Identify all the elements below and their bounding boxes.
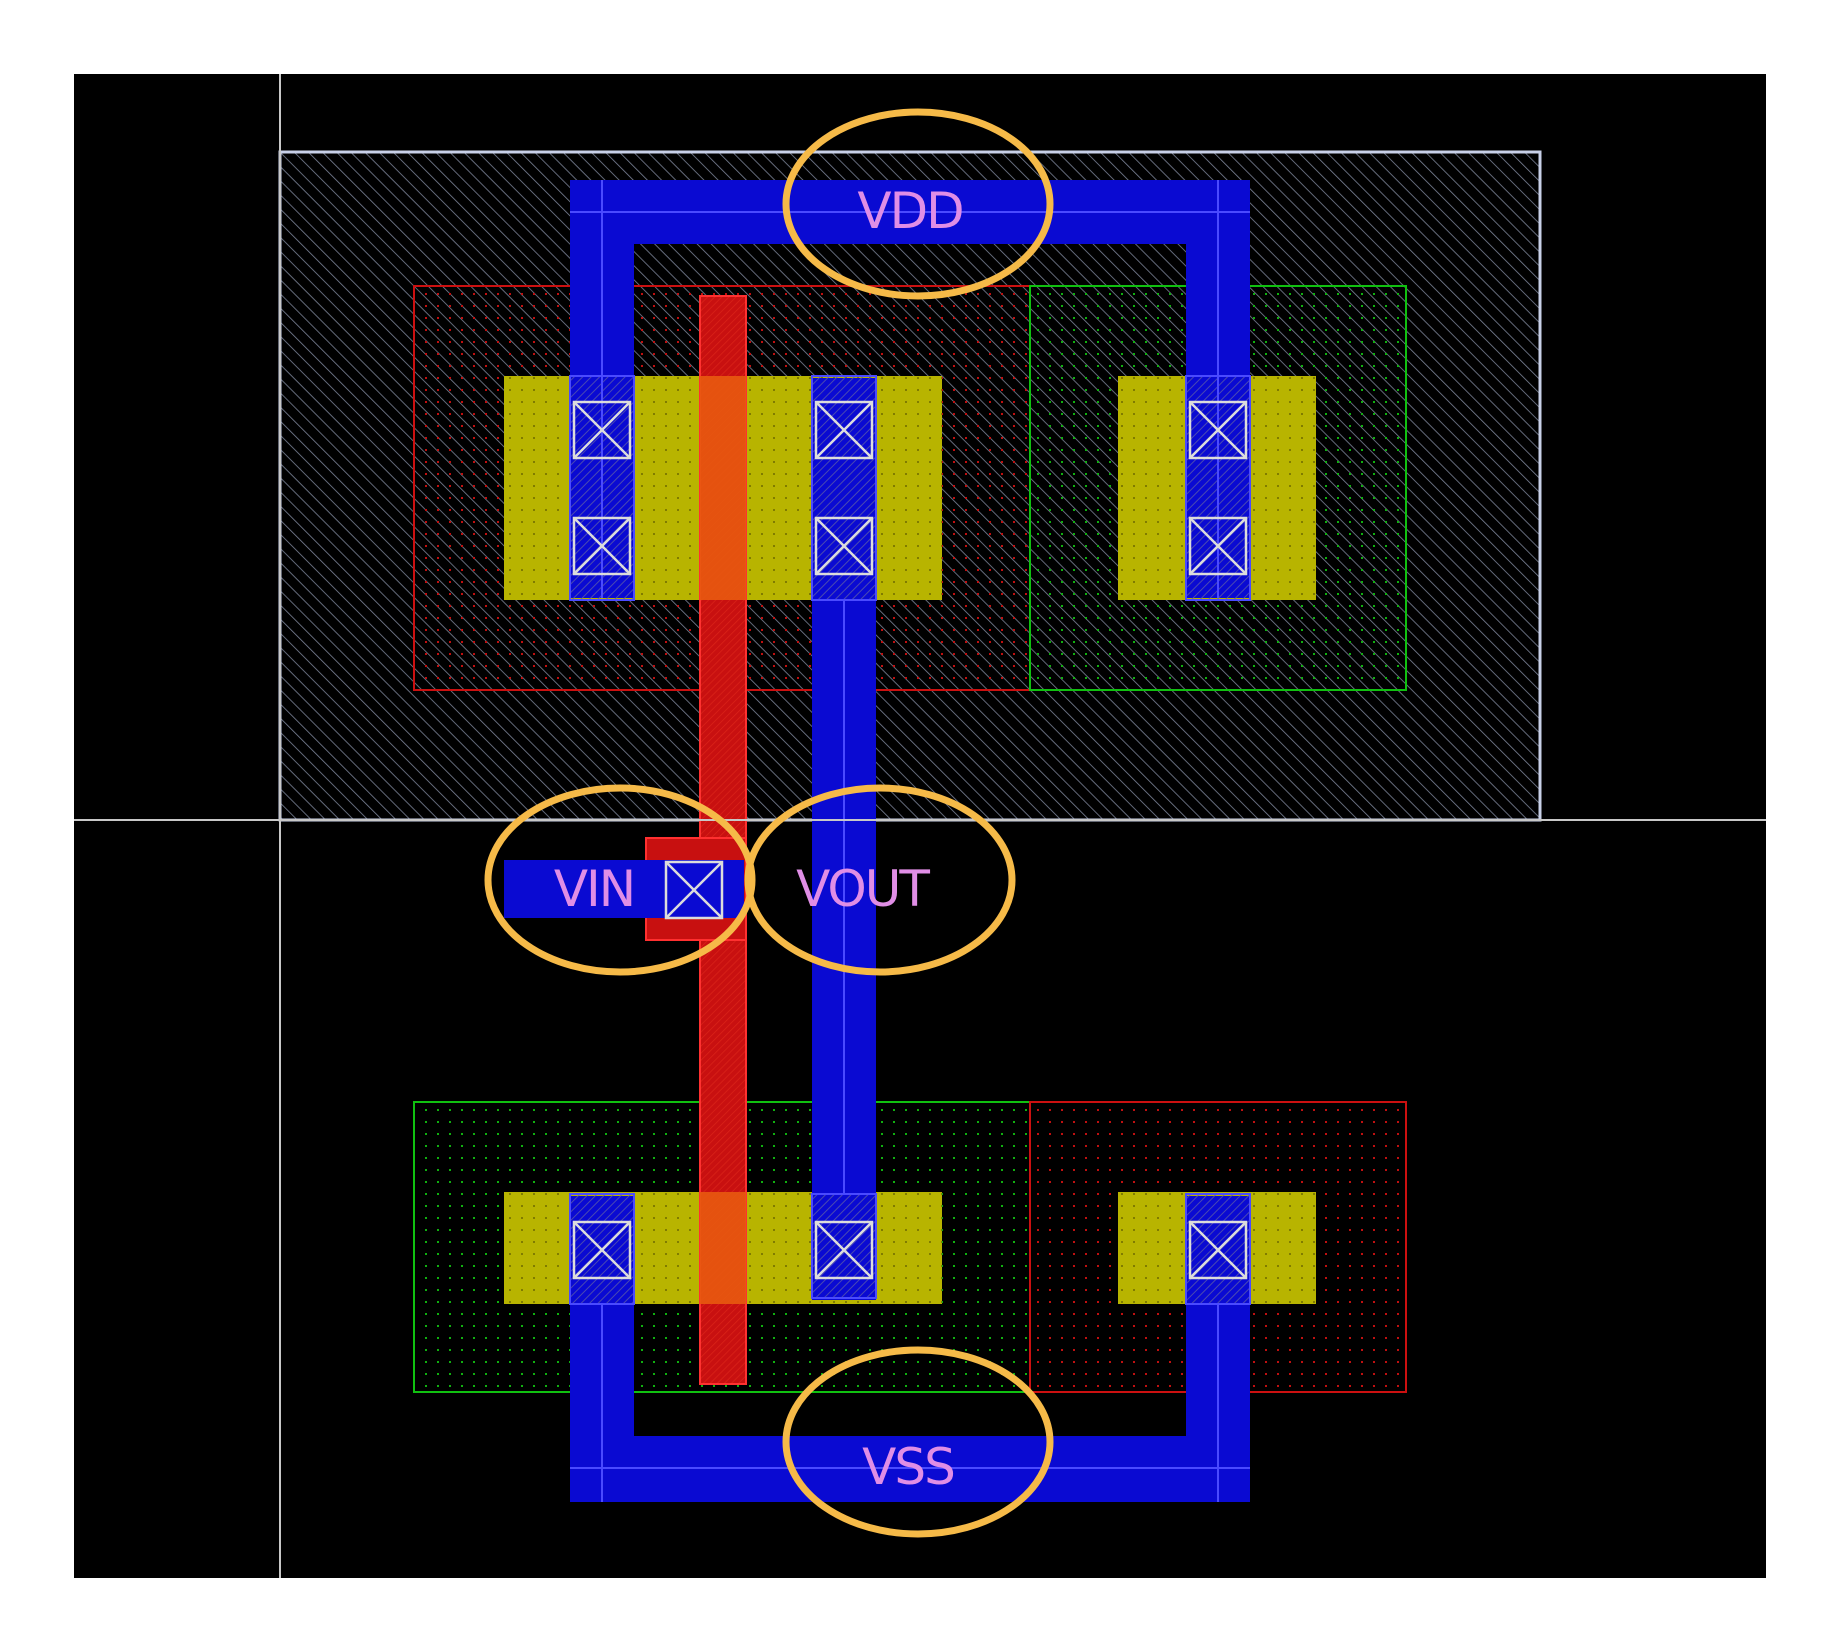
cross-box-icon	[814, 516, 874, 576]
metal-outlines	[569, 180, 1251, 1502]
vdd-label: VDD	[857, 182, 962, 240]
cross-box-icon	[814, 1220, 874, 1280]
metal-active-overlap-2	[812, 376, 876, 600]
poly-over-active-pmos	[700, 376, 746, 600]
cross-box-icon	[1188, 1220, 1248, 1280]
vss-highlight	[782, 1346, 1054, 1538]
vout-highlight	[744, 784, 1016, 976]
cross-box-icon	[572, 516, 632, 576]
vin-label: VIN	[554, 860, 634, 918]
vdd-highlight	[782, 108, 1054, 300]
poly-over-active-nmos	[700, 1192, 746, 1304]
vss-label: VSS	[862, 1438, 954, 1496]
cross-box-icon	[572, 1220, 632, 1280]
highlight-ellipses	[484, 108, 1054, 1538]
contacts	[572, 400, 1248, 1280]
vout-label: VOUT	[796, 860, 930, 918]
cross-box-icon	[572, 400, 632, 460]
cross-box-icon	[1188, 400, 1248, 460]
vin-highlight	[484, 784, 756, 976]
cross-box-icon	[664, 860, 724, 920]
cross-box-icon	[1188, 516, 1248, 576]
metal-active-overlap-5	[812, 1194, 876, 1298]
cross-box-icon	[814, 400, 874, 460]
